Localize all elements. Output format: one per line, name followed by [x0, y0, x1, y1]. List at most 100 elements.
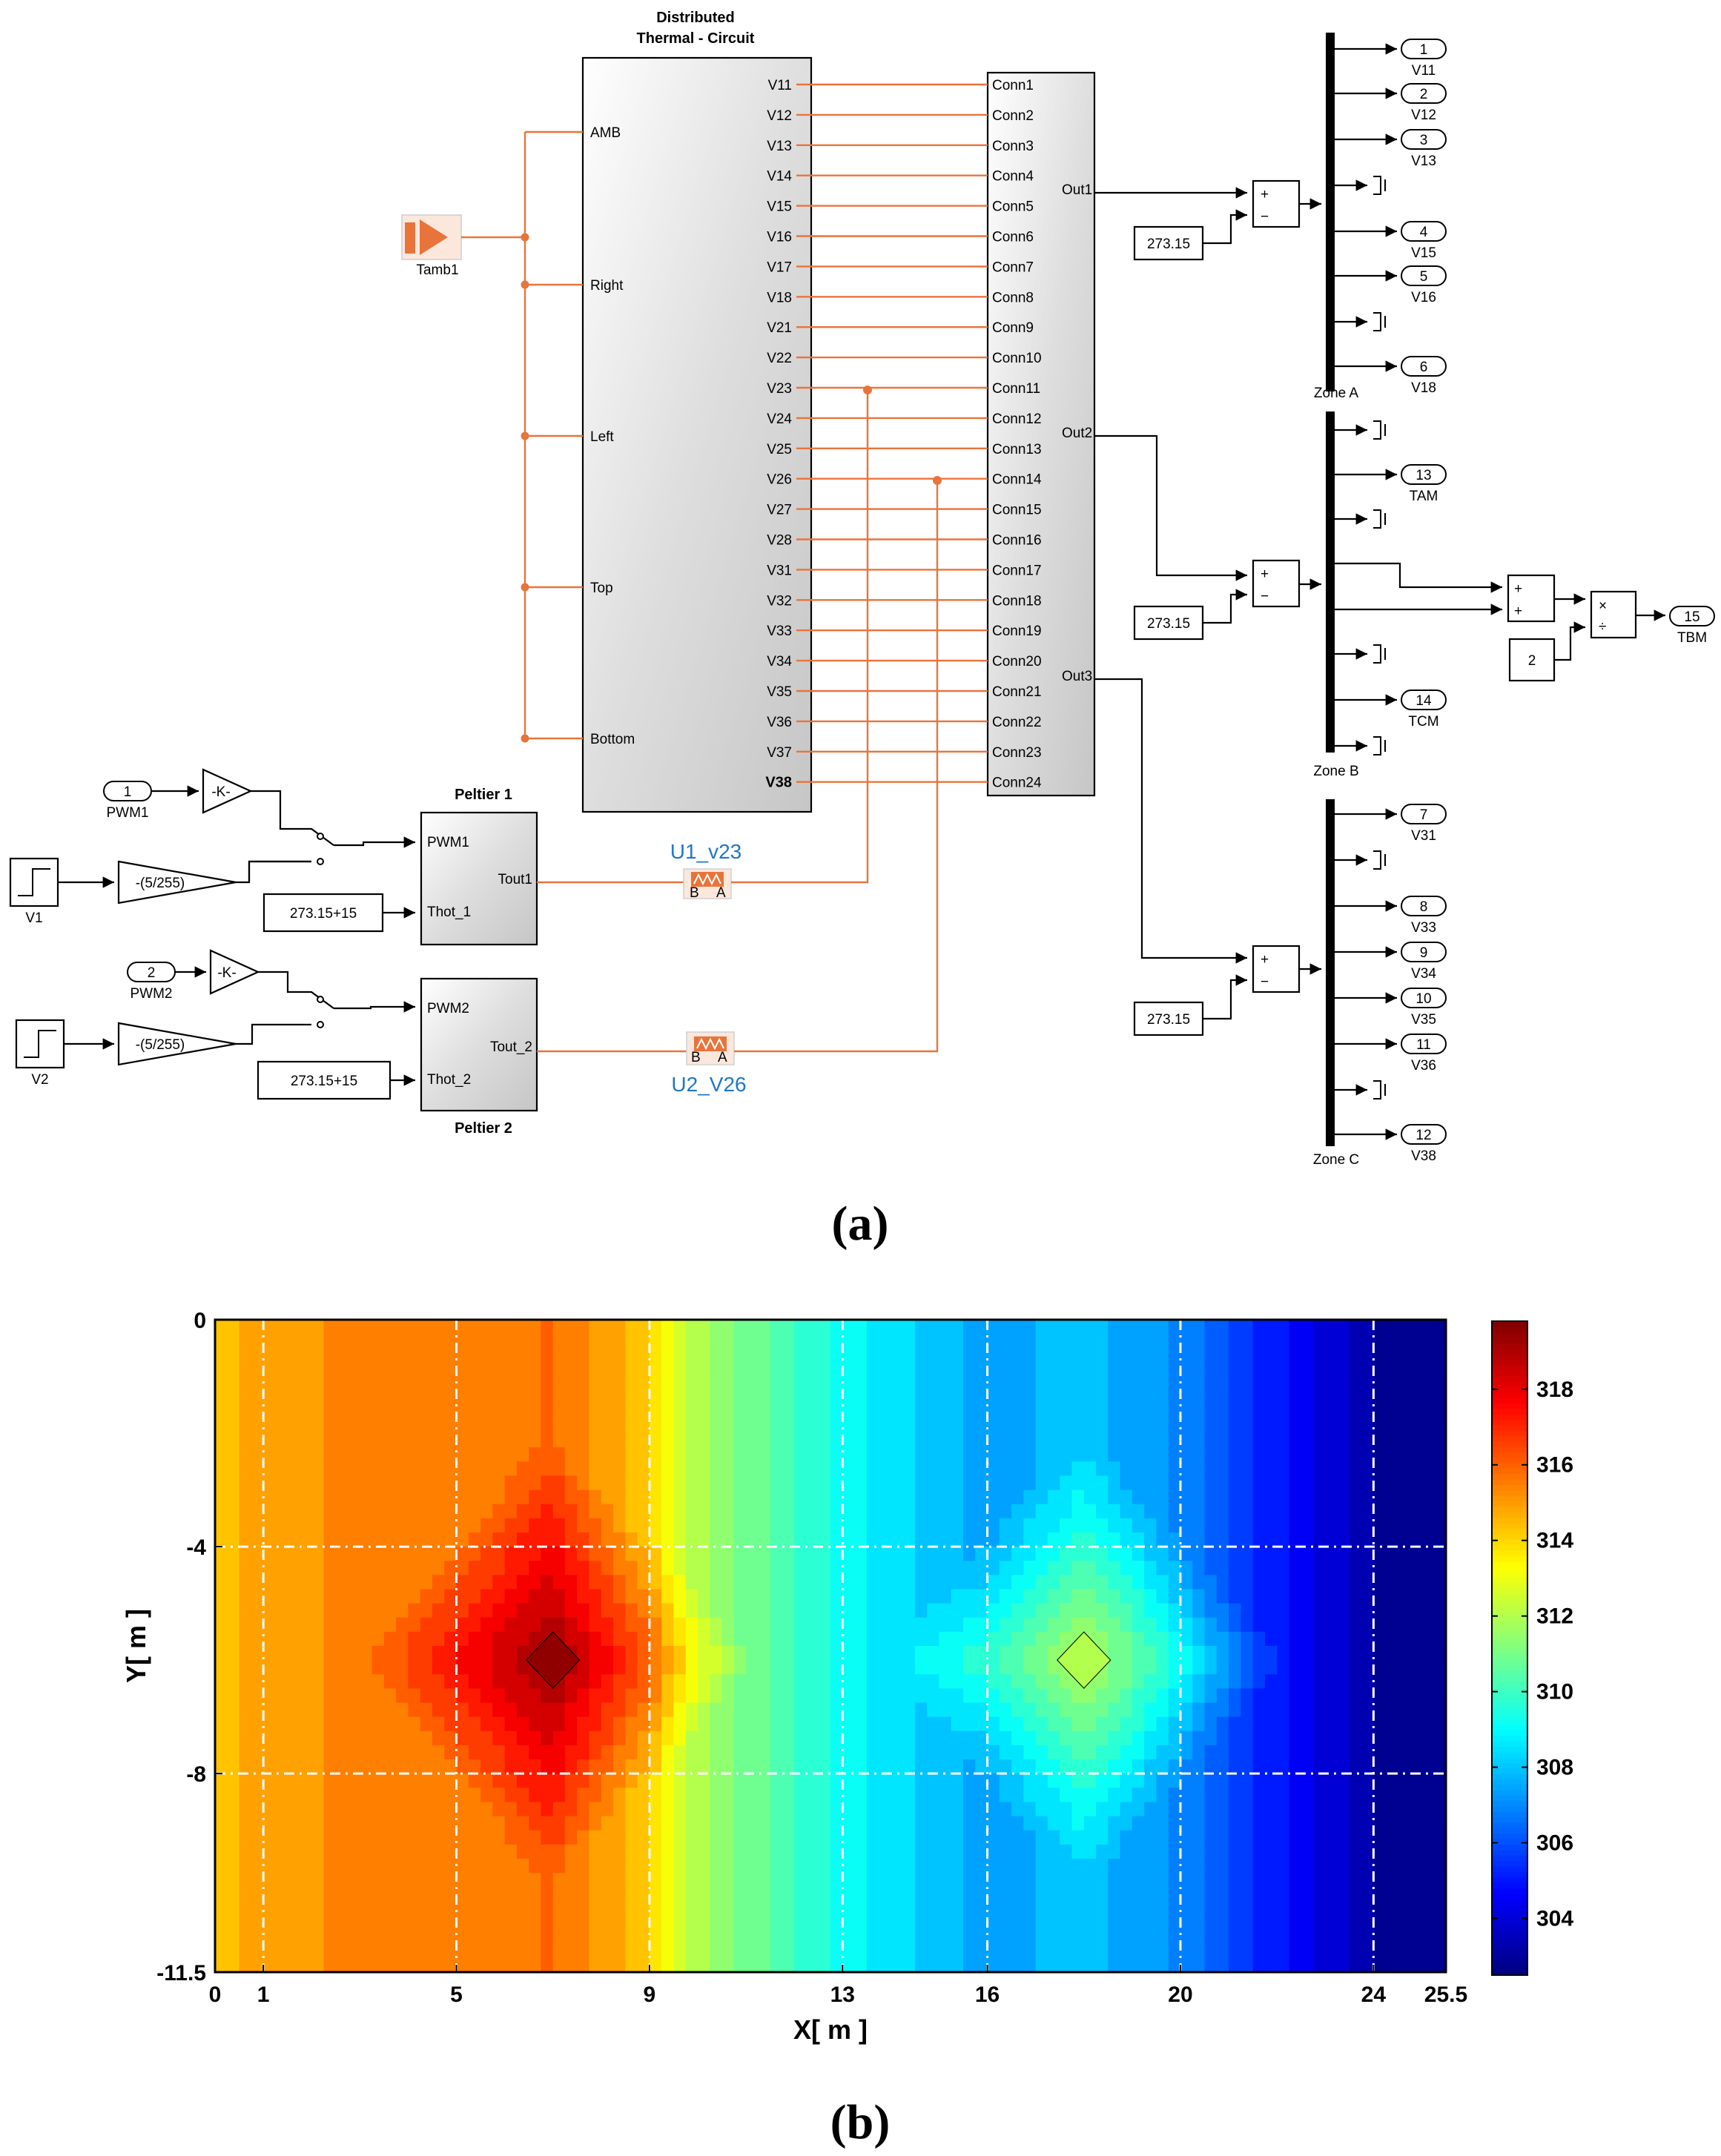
sum-zone-c[interactable] [1252, 945, 1301, 993]
heat-source-2[interactable]: B A [686, 1031, 735, 1065]
heatmap-cell [830, 1575, 843, 1590]
heatmap-cell [227, 1915, 240, 1931]
heatmap-cell [287, 1376, 300, 1392]
heatmap-cell [1060, 1858, 1073, 1874]
heatmap-cell [1132, 1929, 1145, 1945]
heatmap-cell [661, 1901, 675, 1917]
heatmap-cell [721, 1461, 735, 1477]
sum-tbm[interactable] [1507, 574, 1556, 623]
heatmap-cell [854, 1348, 868, 1363]
heatmap-cell [710, 1575, 723, 1590]
outport-4[interactable] [1401, 221, 1447, 242]
heatmap-cell [1410, 1901, 1423, 1917]
heatmap-cell [1421, 1702, 1435, 1718]
heatmap-cell [1144, 1589, 1157, 1604]
heatmap-cell [577, 1404, 590, 1420]
heatmap-cell [396, 1547, 409, 1561]
heatmap-cell [1252, 1362, 1266, 1378]
heatmap-cell [227, 1788, 240, 1803]
outport-15[interactable] [1669, 606, 1715, 626]
heatmap-cell [215, 1915, 228, 1931]
heatmap-cell [842, 1901, 856, 1917]
heat-source-1[interactable]: B A [683, 868, 732, 901]
peltier-1-block[interactable] [420, 811, 538, 946]
heatmap-cell [613, 1957, 626, 1972]
connection-block[interactable] [986, 71, 1096, 797]
heatmap-cell [1410, 1660, 1423, 1675]
heatmap-cell [782, 1617, 795, 1633]
outport-10[interactable] [1401, 988, 1447, 1008]
heatmap-cell [1325, 1575, 1338, 1590]
heatmap-cell [1361, 1788, 1374, 1803]
step-v1[interactable] [9, 857, 59, 907]
outport-6[interactable] [1401, 356, 1447, 377]
heatmap-cell [1168, 1929, 1181, 1945]
heatmap-cell [1144, 1716, 1157, 1732]
heatmap-cell [541, 1547, 554, 1561]
heatmap-cell [879, 1547, 891, 1561]
heatmap-cell [371, 1518, 385, 1533]
thermal-circuit-block[interactable] [581, 56, 813, 813]
heatmap-cell [613, 1802, 626, 1817]
step-v1-label: V1 [25, 910, 42, 926]
heatmap-cell [914, 1376, 928, 1392]
outport-3[interactable] [1401, 129, 1447, 150]
heatmap-cell [673, 1348, 687, 1363]
heatmap-cell [348, 1589, 360, 1604]
heatmap-cell [360, 1759, 373, 1774]
heatmap-cell [1241, 1404, 1254, 1420]
heatmap-cell [625, 1390, 638, 1406]
step-v2[interactable] [15, 1019, 65, 1069]
heatmap-cell [987, 1532, 1000, 1547]
heatmap-cell [371, 1816, 385, 1831]
hot-const-1[interactable] [262, 893, 384, 933]
gain-k-1[interactable] [202, 768, 253, 814]
heatmap-cell [625, 1532, 638, 1547]
kelvin-const-b[interactable] [1133, 605, 1204, 641]
outport-1[interactable] [1401, 39, 1447, 59]
heatmap-cell [1373, 1320, 1387, 1335]
outport-14[interactable] [1401, 690, 1447, 710]
outport-7[interactable] [1401, 804, 1447, 824]
heatmap-cell [299, 1660, 312, 1675]
heatmap-cell [842, 1816, 856, 1831]
outport-8[interactable] [1401, 896, 1447, 916]
heatmap-cell [939, 1404, 952, 1420]
heatmap-cell [1096, 1547, 1109, 1561]
heatmap-cell [770, 1603, 783, 1618]
heatmap-cell [1023, 1830, 1037, 1845]
heatmap-cell [504, 1334, 518, 1349]
outport-12[interactable] [1401, 1124, 1447, 1145]
sum-zone-b[interactable] [1252, 559, 1301, 608]
hot-const-2[interactable] [257, 1060, 392, 1100]
heatmap-cell [987, 1575, 1000, 1590]
heatmap-cell [806, 1915, 819, 1931]
heatmap-cell [492, 1660, 506, 1675]
kelvin-const-c[interactable] [1133, 1001, 1204, 1036]
heatmap-cell [239, 1320, 252, 1335]
outport-2[interactable] [1401, 83, 1447, 104]
heatmap-cell [251, 1816, 264, 1831]
heatmap-cell [432, 1802, 445, 1817]
conn-port-14: Conn14 [992, 472, 1042, 488]
heatmap-cell [951, 1447, 964, 1462]
heatmap-cell [1060, 1404, 1073, 1420]
outport-13[interactable] [1401, 464, 1447, 485]
outport-11[interactable] [1401, 1034, 1447, 1054]
sum-zone-a[interactable] [1252, 179, 1301, 228]
heatmap-cell [1132, 1547, 1145, 1561]
gain-scale-2[interactable] [117, 1022, 237, 1066]
ambient-source[interactable]: Tamb1 [401, 214, 462, 278]
outport-9[interactable] [1401, 942, 1447, 962]
outport-5[interactable] [1401, 265, 1447, 286]
divide-block[interactable] [1590, 590, 1637, 639]
gain-scale-1[interactable] [117, 860, 237, 905]
heatmap-cell [1132, 1334, 1145, 1349]
heatmap-cell [589, 1773, 602, 1788]
heatmap-cell [564, 1461, 578, 1477]
heatmap-cell [516, 1830, 529, 1845]
peltier-2-block[interactable] [420, 977, 538, 1112]
const-two[interactable] [1508, 638, 1556, 682]
gain-k-2[interactable] [209, 949, 260, 995]
heatmap-cell [323, 1915, 337, 1931]
